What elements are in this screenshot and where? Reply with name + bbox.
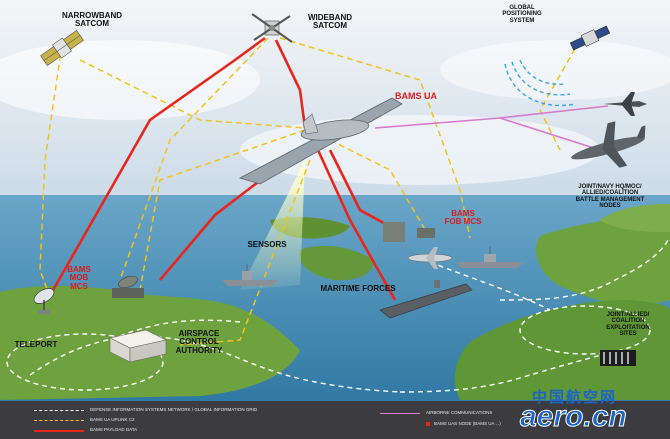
sensor-beam: [240, 160, 305, 290]
uplink-c2-link: [79, 59, 306, 129]
payload-data-link: [316, 149, 397, 301]
logo-site-text: aero.cn: [520, 400, 628, 434]
label-bams-ua: BAMS UA: [395, 91, 437, 101]
label-bams-mob-mcs: BAMS MOB MCS: [67, 265, 91, 291]
uplink-c2-link: [179, 159, 311, 346]
bams-ua-aircraft-icon: [238, 97, 403, 185]
fighter-jet-icon: [603, 92, 647, 116]
teleport-dish-icon: [33, 288, 55, 314]
land-center-island: [299, 245, 373, 281]
legend-swatch-network: [34, 410, 84, 411]
label-exploitation-sites: JOINT/ALLIED/ COALITION EXPLOITATION SIT…: [606, 312, 650, 337]
uplink-c2-link: [119, 37, 269, 281]
label-maritime-forces: MARITIME FORCES: [320, 284, 396, 293]
logo-chinese-text: 中国航空网: [532, 389, 618, 406]
land-right: [536, 214, 670, 305]
network-link: [399, 349, 621, 393]
legend: DEFENSE INFORMATION SYSTEMS NETWORK / GL…: [0, 401, 670, 439]
patrol-aircraft-icon: [571, 121, 646, 168]
network-ring-teleport: [6, 333, 164, 391]
label-teleport: TELEPORT: [14, 340, 58, 349]
label-airspace-control-authority: AIRSPACE CONTROL AUTHORITY: [175, 329, 223, 355]
uplink-c2-link: [329, 139, 431, 239]
cloud: [440, 40, 670, 100]
airspace-control-building-icon: [109, 329, 167, 363]
payload-data-link: [50, 36, 266, 293]
maritime-patrol-plane-icon: [407, 247, 453, 269]
gps-signal-arc: [504, 63, 576, 107]
uplink-c2-link: [539, 39, 581, 151]
gps-signal-arc: [511, 61, 571, 96]
uplink-c2-link: [39, 44, 63, 293]
mob-mcs-vehicle-icon: [112, 275, 144, 298]
label-gps: GLOBAL POSITIONING SYSTEM: [502, 5, 542, 24]
aero-cn-watermark-logo: 中国航空网 aero.cn: [520, 386, 670, 439]
legend-label-airborne: AIRBORNE COMMUNICATIONS: [426, 410, 493, 415]
legend-swatch-payload: [34, 430, 84, 432]
label-battle-management-nodes: JOINT/NAVY HQ/MOC/ ALLIED/COALITION BATT…: [575, 184, 645, 209]
label-sensors: SENSORS: [247, 240, 287, 249]
legend-label-uplink: BAMS UA UPLINK C2: [90, 417, 135, 422]
aircraft-carrier-icon: [379, 280, 473, 319]
network-ring-exploitation: [519, 305, 651, 355]
network-link: [29, 335, 401, 393]
gps-satellite-icon: [569, 25, 611, 51]
sensor-ship-icon: [222, 264, 278, 286]
legend-swatch-airborne: [380, 413, 420, 414]
legend-swatch-uplink: [34, 420, 84, 421]
label-wideband-satcom: WIDEBAND SATCOM: [308, 13, 352, 31]
fob-mcs-vehicle-icon: [383, 222, 435, 242]
legend-label-node: BAMS UAS NODE (BAMS UA ...): [434, 421, 501, 426]
label-bams-fob-mcs: BAMS FOB MCS: [444, 209, 482, 227]
network-link: [499, 239, 669, 301]
land-far-right-strip: [600, 204, 670, 232]
label-narrowband-satcom: NARROWBAND SATCOM: [62, 11, 122, 29]
uplink-c2-link: [139, 129, 306, 291]
uplink-c2-link: [279, 37, 471, 239]
legend-label-network: DEFENSE INFORMATION SYSTEMS NETWORK / GL…: [90, 407, 258, 412]
legend-swatch-node: [426, 422, 430, 426]
legend-label-payload: BAMS PAYLOAD DATA: [90, 427, 138, 432]
land-right-lower: [454, 300, 670, 400]
network-link: [119, 319, 241, 337]
payload-data-link: [274, 39, 307, 129]
airborne-comms-link: [499, 105, 609, 119]
narrowband-satellite-icon: [40, 30, 84, 66]
wideband-satellite-icon: [251, 13, 293, 43]
destroyer-icon: [456, 246, 524, 268]
network-link: [429, 261, 551, 311]
exploitation-site-building-icon: [600, 350, 636, 366]
cloud: [0, 40, 260, 120]
gps-signal-arc: [519, 59, 566, 85]
